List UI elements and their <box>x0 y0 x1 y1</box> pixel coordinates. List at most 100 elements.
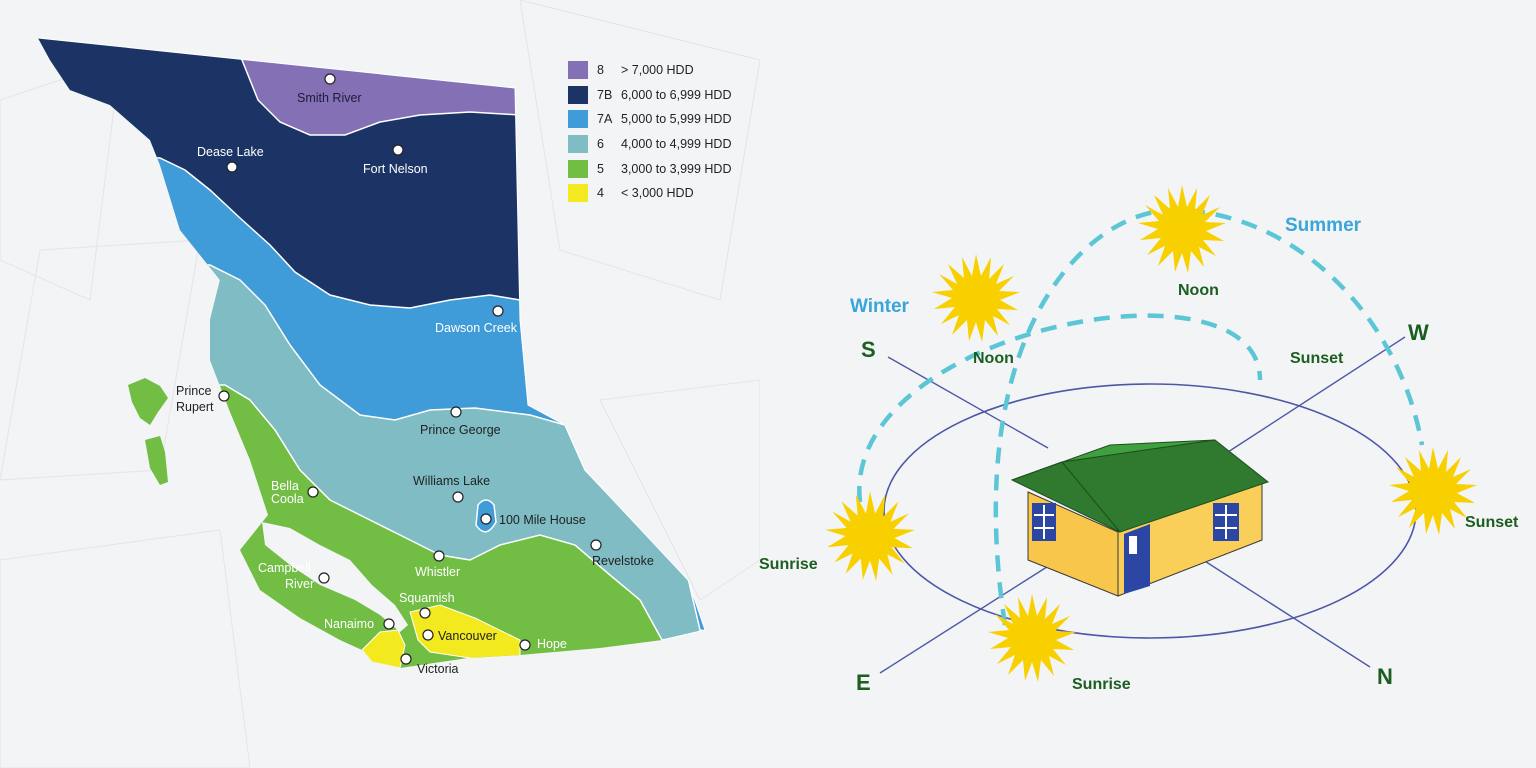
legend-row-zone-6: 6 4,000 to 4,999 HDD <box>568 132 732 157</box>
city-labels: Smith River Dease Lake Fort Nelson Dawso… <box>176 91 654 676</box>
axis-west <box>1227 336 1406 453</box>
label-campbell-river-line2: River <box>285 577 314 591</box>
window-left <box>1032 503 1056 541</box>
city-dot-dawson-creek <box>492 305 504 317</box>
legend-swatch <box>568 61 588 80</box>
city-dot-williams-lake <box>452 491 464 503</box>
city-dot-smith-river <box>324 73 336 85</box>
legend-row-zone-7a: 7A 5,000 to 5,999 HDD <box>568 107 732 132</box>
city-dot-whistler <box>433 550 445 562</box>
winter-sun-path <box>857 313 1263 503</box>
legend-row-zone-8: 8 > 7,000 HDD <box>568 58 732 83</box>
house-roof-front <box>1010 461 1121 533</box>
legend-range: > 7,000 HDD <box>621 63 694 78</box>
city-markers <box>218 73 602 665</box>
sun-icon-summer-sunrise <box>988 594 1076 682</box>
city-dot-prince-george <box>450 406 462 418</box>
legend-range: 4,000 to 4,999 HDD <box>621 137 732 152</box>
label-dease-lake: Dease Lake <box>197 145 264 159</box>
legend-code: 7A <box>597 112 613 127</box>
haida-gwaii-north <box>128 378 168 425</box>
strait-water <box>262 522 408 632</box>
legend-code: 4 <box>597 186 604 201</box>
label-100-mile-house: 100 Mile House <box>499 513 586 527</box>
legend-swatch <box>568 159 588 178</box>
door-icon <box>1124 524 1150 594</box>
season-winter: Winter <box>850 296 910 317</box>
city-dot-squamish <box>419 607 431 619</box>
house-roof-top <box>1011 439 1216 481</box>
city-dot-nanaimo <box>383 618 395 630</box>
axis-east <box>879 564 1051 674</box>
legend-row-zone-4: 4 < 3,000 HDD <box>568 181 732 206</box>
direction-north: N <box>1377 664 1393 689</box>
direction-west: W <box>1408 320 1429 345</box>
house-front-wall <box>1027 491 1119 597</box>
province-outline <box>37 37 706 641</box>
house-illustration <box>1010 439 1270 597</box>
season-summer: Summer <box>1285 215 1362 236</box>
summer-sun-path <box>993 207 1425 626</box>
house-roof-side <box>1061 439 1270 533</box>
label-squamish: Squamish <box>399 591 455 605</box>
sun-icon-winter-sunset <box>1213 348 1301 436</box>
label-bella-coola-line1: Bella <box>271 479 299 493</box>
city-dot-bella-coola <box>307 486 319 498</box>
label-victoria: Victoria <box>417 662 459 676</box>
label-summer-sunset: Sunset <box>1465 514 1519 531</box>
label-summer-noon: Noon <box>1178 282 1219 299</box>
legend-code: 5 <box>597 161 604 176</box>
city-dot-100-mile-house <box>480 513 492 525</box>
label-summer-sunrise: Sunrise <box>1072 676 1131 693</box>
sun-icon-winter-sunrise <box>825 491 915 581</box>
city-dot-victoria <box>400 653 412 665</box>
legend-swatch <box>568 184 588 203</box>
legend-range: 6,000 to 6,999 HDD <box>621 87 732 102</box>
window-right <box>1213 503 1239 541</box>
legend-code: 7B <box>597 87 613 102</box>
label-smith-river: Smith River <box>297 91 362 105</box>
axis-south <box>887 356 1049 449</box>
label-prince-george: Prince George <box>420 423 501 437</box>
label-dawson-creek: Dawson Creek <box>435 321 518 335</box>
legend-row-zone-7b: 7B 6,000 to 6,999 HDD <box>568 83 732 108</box>
zone-4-region-victoria <box>361 629 406 668</box>
city-dot-fort-nelson <box>392 144 404 156</box>
label-bella-coola-line2: Coola <box>271 492 304 506</box>
horizon-ellipse <box>883 383 1417 639</box>
label-prince-rupert-line2: Rupert <box>176 400 214 414</box>
label-whistler: Whistler <box>415 565 460 579</box>
house-side-wall <box>1117 477 1263 597</box>
label-revelstoke: Revelstoke <box>592 554 654 568</box>
direction-south: S <box>861 337 876 362</box>
legend-range: 3,000 to 3,999 HDD <box>621 161 732 176</box>
label-vancouver: Vancouver <box>438 629 497 643</box>
city-dot-prince-rupert <box>218 390 230 402</box>
haida-gwaii-south <box>145 436 168 485</box>
sun-icon-summer-noon <box>1138 185 1226 273</box>
legend-code: 8 <box>597 63 604 78</box>
city-dot-hope <box>519 639 531 651</box>
label-winter-sunrise: Sunrise <box>759 556 818 573</box>
city-dot-campbell-river <box>318 572 330 584</box>
zone-legend: 8 > 7,000 HDD 7B 6,000 to 6,999 HDD 7A 5… <box>568 58 732 206</box>
label-nanaimo: Nanaimo <box>324 617 374 631</box>
label-hope: Hope <box>537 637 567 651</box>
label-campbell-river-line1: Campbell <box>258 561 311 575</box>
label-williams-lake: Williams Lake <box>413 474 490 488</box>
city-dot-vancouver <box>422 629 434 641</box>
legend-row-zone-5: 5 3,000 to 3,999 HDD <box>568 156 732 181</box>
legend-swatch <box>568 110 588 129</box>
axis-north <box>1199 557 1371 668</box>
sun-icon-summer-sunset <box>1389 447 1477 535</box>
label-prince-rupert-line1: Prince <box>176 384 211 398</box>
legend-code: 6 <box>597 137 604 152</box>
sun-icon-winter-noon <box>932 254 1020 342</box>
legend-swatch <box>568 85 588 104</box>
legend-swatch <box>568 135 588 154</box>
direction-east: E <box>856 670 871 695</box>
label-fort-nelson: Fort Nelson <box>363 162 428 176</box>
label-winter-sunset: Sunset <box>1290 350 1344 367</box>
legend-range: 5,000 to 5,999 HDD <box>621 112 732 127</box>
